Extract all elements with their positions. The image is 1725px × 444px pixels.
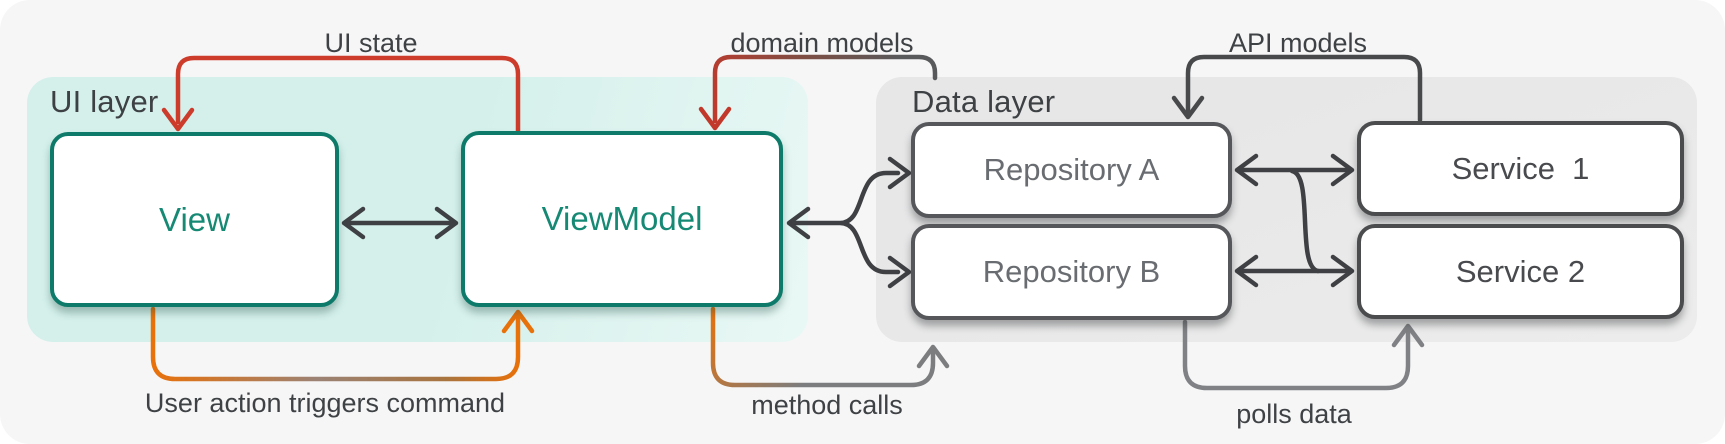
service-2-box: Service 2 (1357, 224, 1684, 319)
api-models-label: API models (1228, 28, 1368, 58)
data-layer-title: Data layer (912, 84, 1056, 119)
repository-a-box-label: Repository A (983, 152, 1160, 187)
domain-models-label: domain models (730, 28, 914, 58)
repository-b-box: Repository B (911, 224, 1232, 320)
service-2-box-label: Service 2 (1455, 253, 1586, 289)
repository-b-box-label: Repository B (982, 254, 1161, 289)
viewmodel-box-label: ViewModel (541, 200, 703, 237)
user-action-label: User action triggers command (144, 388, 506, 418)
view-box: View (50, 132, 339, 307)
service-1-box: Service 1 (1357, 121, 1684, 216)
repository-a-box: Repository A (911, 122, 1232, 218)
method-calls-label: method calls (751, 390, 903, 420)
service-1-box-label: Service 1 (1451, 150, 1590, 186)
ui-layer-title: UI layer (50, 84, 159, 119)
ui-state-label: UI state (324, 28, 418, 58)
polls-data-label: polls data (1236, 399, 1352, 429)
viewmodel-box: ViewModel (461, 131, 783, 307)
view-box-label: View (159, 200, 230, 238)
